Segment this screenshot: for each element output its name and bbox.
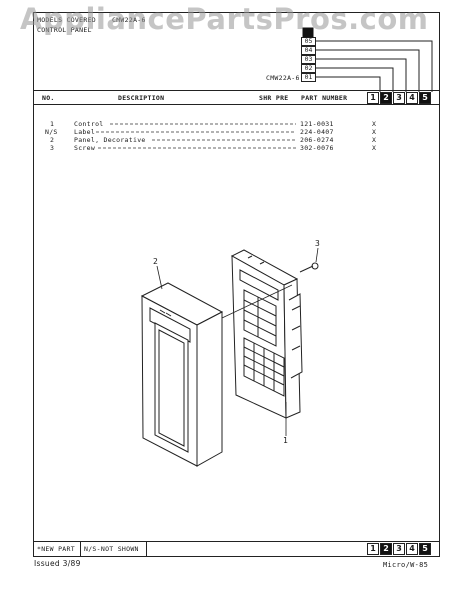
models-covered-label: MODELS COVERED — [37, 16, 96, 24]
part-number: 121-0031 — [300, 120, 334, 128]
page-reference: Micro/W-85 — [383, 561, 429, 569]
part-description: Control — [74, 120, 104, 128]
col-number-2: 2 — [380, 92, 392, 104]
col-number-4: 4 — [406, 92, 418, 104]
part-mark: X — [372, 136, 377, 144]
col-number-1: 1 — [367, 92, 379, 104]
part-mark: X — [372, 144, 377, 152]
col-number-5: 5 — [419, 92, 431, 104]
issued-date: Issued 3/89 — [34, 559, 81, 568]
part-number: 302-0076 — [300, 144, 334, 152]
part-description: Label — [74, 128, 96, 136]
model-code-01: 01 — [301, 73, 316, 82]
callout-3: 3 — [315, 239, 321, 248]
col-description: DESCRIPTION — [118, 94, 165, 102]
page-frame — [33, 12, 440, 557]
control-board-drawing — [230, 249, 303, 419]
not-shown-legend: N/S-NOT SHOWN — [84, 545, 139, 553]
col-number-3: 3 — [393, 92, 405, 104]
watermark: AppliancePartsPros.com — [20, 2, 429, 36]
model-code-03: 03 — [301, 55, 316, 64]
part-mark: X — [372, 120, 377, 128]
footer-divider — [80, 541, 81, 557]
footer-col-1: 1 — [367, 543, 379, 555]
screw-drawing — [299, 262, 319, 273]
part-number: 224-0407 — [300, 128, 334, 136]
part-no: 1 — [50, 120, 55, 128]
part-description: Panel, Decorative — [74, 136, 146, 144]
part-mark: X — [372, 128, 377, 136]
callout-2: 2 — [153, 257, 159, 266]
model-code-02: 02 — [301, 64, 316, 73]
footer-col-5: 5 — [419, 543, 431, 555]
footer-divider — [146, 541, 147, 557]
footer-col-2: 2 — [380, 543, 392, 555]
model-number: CMW22A-6 — [112, 16, 146, 24]
new-part-legend: *NEW PART — [37, 545, 75, 553]
model-code-04: 04 — [301, 46, 316, 55]
footer-col-4: 4 — [406, 543, 418, 555]
part-description: Screw — [74, 144, 96, 152]
model-leader-lines — [302, 27, 433, 92]
col-no: NO. — [42, 94, 55, 102]
footer-col-3: 3 — [393, 543, 405, 555]
description-dashes — [96, 123, 296, 149]
decorative-panel-drawing — [140, 282, 224, 467]
footer-row — [33, 541, 440, 557]
column-header-row — [33, 90, 440, 105]
part-no: 2 — [50, 136, 55, 144]
col-shr-pre: SHR PRE — [259, 94, 289, 102]
callout-leaders — [156, 247, 319, 436]
part-number: 206-0274 — [300, 136, 334, 144]
part-no: 3 — [50, 144, 55, 152]
section-title: CONTROL PANEL — [37, 26, 92, 34]
part-no: N/S — [45, 128, 58, 136]
col-part-number: PART NUMBER — [301, 94, 348, 102]
callout-1: 1 — [283, 436, 289, 445]
model-row-label: CMW22A-6 — [266, 74, 300, 82]
